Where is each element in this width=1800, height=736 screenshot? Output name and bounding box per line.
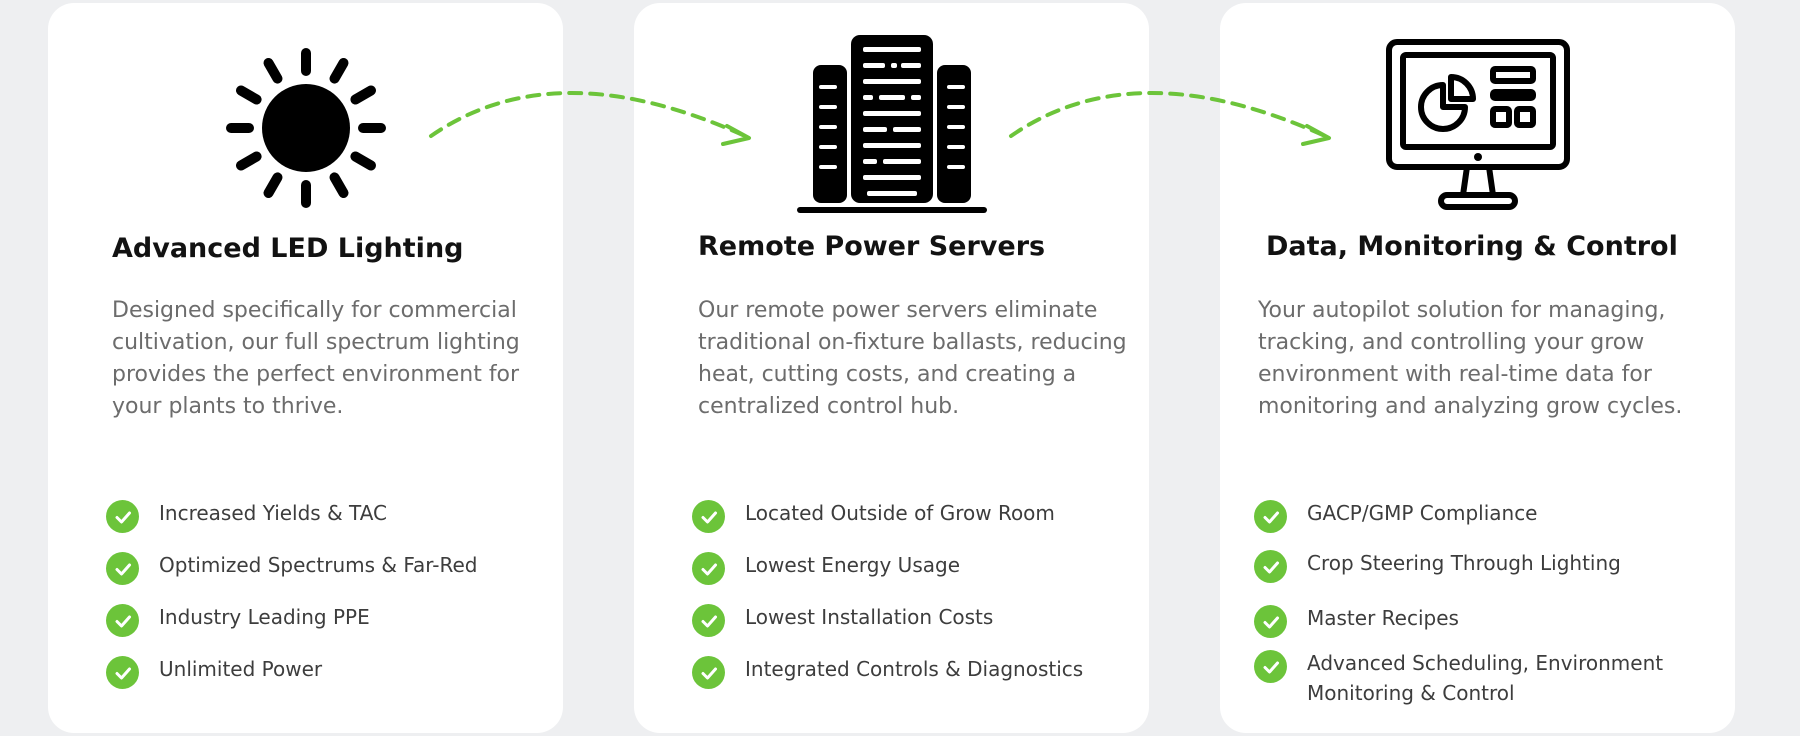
server-building-icon [634, 33, 1149, 218]
feature-item: Advanced Scheduling, Environment Monitor… [1254, 648, 1694, 712]
card-title: Advanced LED Lighting [112, 233, 464, 264]
card-description: Your autopilot solution for managing, tr… [1258, 298, 1683, 419]
feature-text: Lowest Energy Usage [745, 553, 960, 577]
dashed-arrow-icon [1009, 91, 1331, 146]
feature-list: GACP/GMP Compliance Crop Steering Throug… [1254, 498, 1694, 712]
sun-icon [48, 43, 563, 213]
feature-item: Lowest Energy Usage [692, 550, 1132, 602]
feature-text: Optimized Spectrums & Far-Red [159, 553, 478, 577]
feature-item: Unlimited Power [106, 654, 546, 706]
feature-item: Integrated Controls & Diagnostics [692, 654, 1132, 706]
check-icon [1254, 500, 1287, 533]
check-icon [692, 656, 725, 689]
check-icon [692, 604, 725, 637]
feature-item: Master Recipes [1254, 603, 1694, 648]
feature-list: Located Outside of Grow Room Lowest Ener… [692, 498, 1132, 706]
check-icon [1254, 650, 1287, 683]
feature-item: Industry Leading PPE [106, 602, 546, 654]
feature-list: Increased Yields & TAC Optimized Spectru… [106, 498, 546, 706]
card-title: Remote Power Servers [698, 231, 1046, 262]
feature-text: Industry Leading PPE [159, 605, 370, 629]
feature-item: Increased Yields & TAC [106, 498, 546, 550]
check-icon [106, 656, 139, 689]
feature-item: GACP/GMP Compliance [1254, 498, 1694, 548]
check-icon [692, 500, 725, 533]
card-description: Our remote power servers eliminate tradi… [698, 298, 1127, 419]
check-icon [106, 604, 139, 637]
feature-text: Lowest Installation Costs [745, 605, 994, 629]
feature-text: Integrated Controls & Diagnostics [745, 657, 1084, 681]
feature-text: Located Outside of Grow Room [745, 501, 1055, 525]
check-icon [1254, 605, 1287, 638]
feature-text: Master Recipes [1307, 606, 1459, 630]
feature-item: Optimized Spectrums & Far-Red [106, 550, 546, 602]
feature-text: Advanced Scheduling, Environment Monitor… [1307, 651, 1664, 705]
feature-text: Crop Steering Through Lighting [1307, 551, 1621, 575]
card-led-lighting: Advanced LED Lighting Designed specifica… [48, 3, 563, 733]
feature-text: Increased Yields & TAC [159, 501, 387, 525]
check-icon [106, 552, 139, 585]
feature-item: Lowest Installation Costs [692, 602, 1132, 654]
feature-text: GACP/GMP Compliance [1307, 501, 1538, 525]
check-icon [106, 500, 139, 533]
card-description: Designed specifically for commercial cul… [112, 298, 520, 419]
feature-item: Located Outside of Grow Room [692, 498, 1132, 550]
card-title: Data, Monitoring & Control [1266, 231, 1678, 262]
feature-item: Crop Steering Through Lighting [1254, 548, 1694, 603]
check-icon [692, 552, 725, 585]
dashed-arrow-icon [429, 91, 751, 146]
feature-text: Unlimited Power [159, 657, 323, 681]
check-icon [1254, 550, 1287, 583]
monitor-dashboard-icon [1220, 37, 1735, 215]
